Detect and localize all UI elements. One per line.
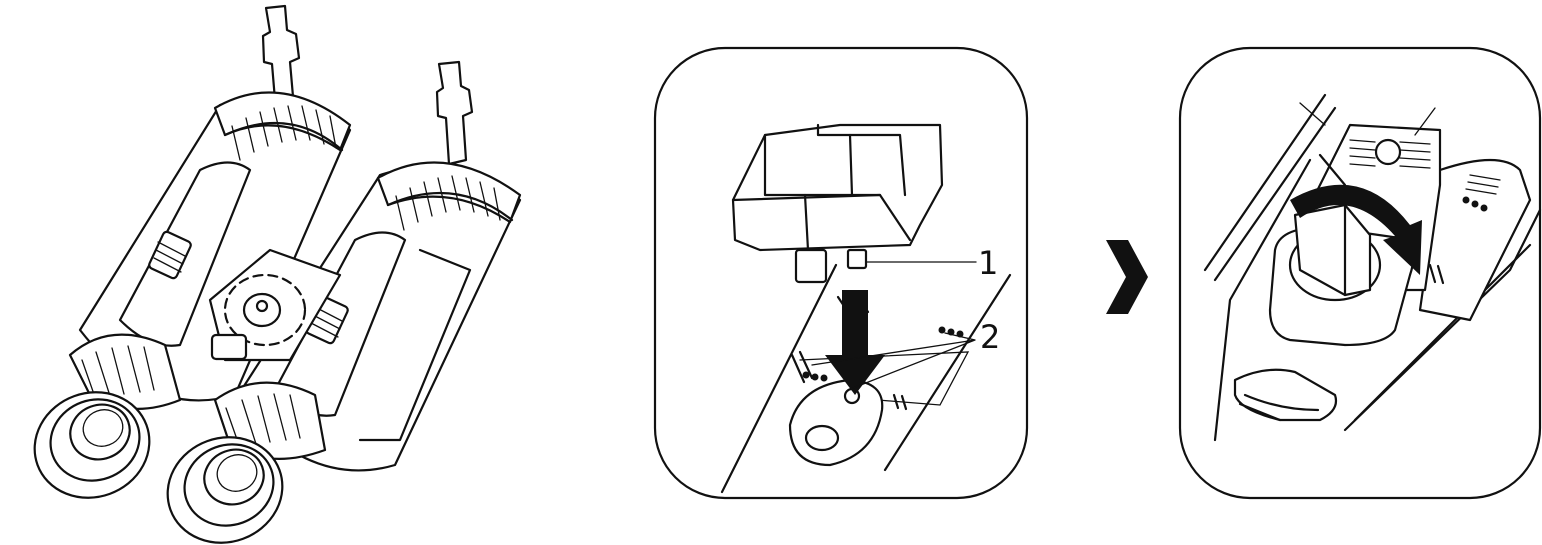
- insert-down-arrow-icon: [825, 290, 885, 395]
- focus-ring-left: [223, 105, 344, 161]
- eyepiece-right: [166, 381, 327, 544]
- step-1-frame: [653, 46, 1029, 500]
- callout-2: 2: [980, 318, 1000, 356]
- binoculars-illustration: [33, 4, 522, 544]
- step-2-panel: [1178, 46, 1542, 500]
- eyepiece-left: [33, 333, 182, 499]
- battery-cover-highlight: [223, 273, 307, 347]
- step-2-frame: [1178, 46, 1542, 500]
- battery-pack: [731, 123, 944, 284]
- chevron-right-icon: [1106, 240, 1148, 314]
- step-1-panel: 1 2: [653, 46, 1029, 500]
- callout-1: 1: [978, 244, 998, 282]
- focus-ring-right: [386, 175, 514, 231]
- rotate-clockwise-arrow-icon: [1290, 184, 1422, 275]
